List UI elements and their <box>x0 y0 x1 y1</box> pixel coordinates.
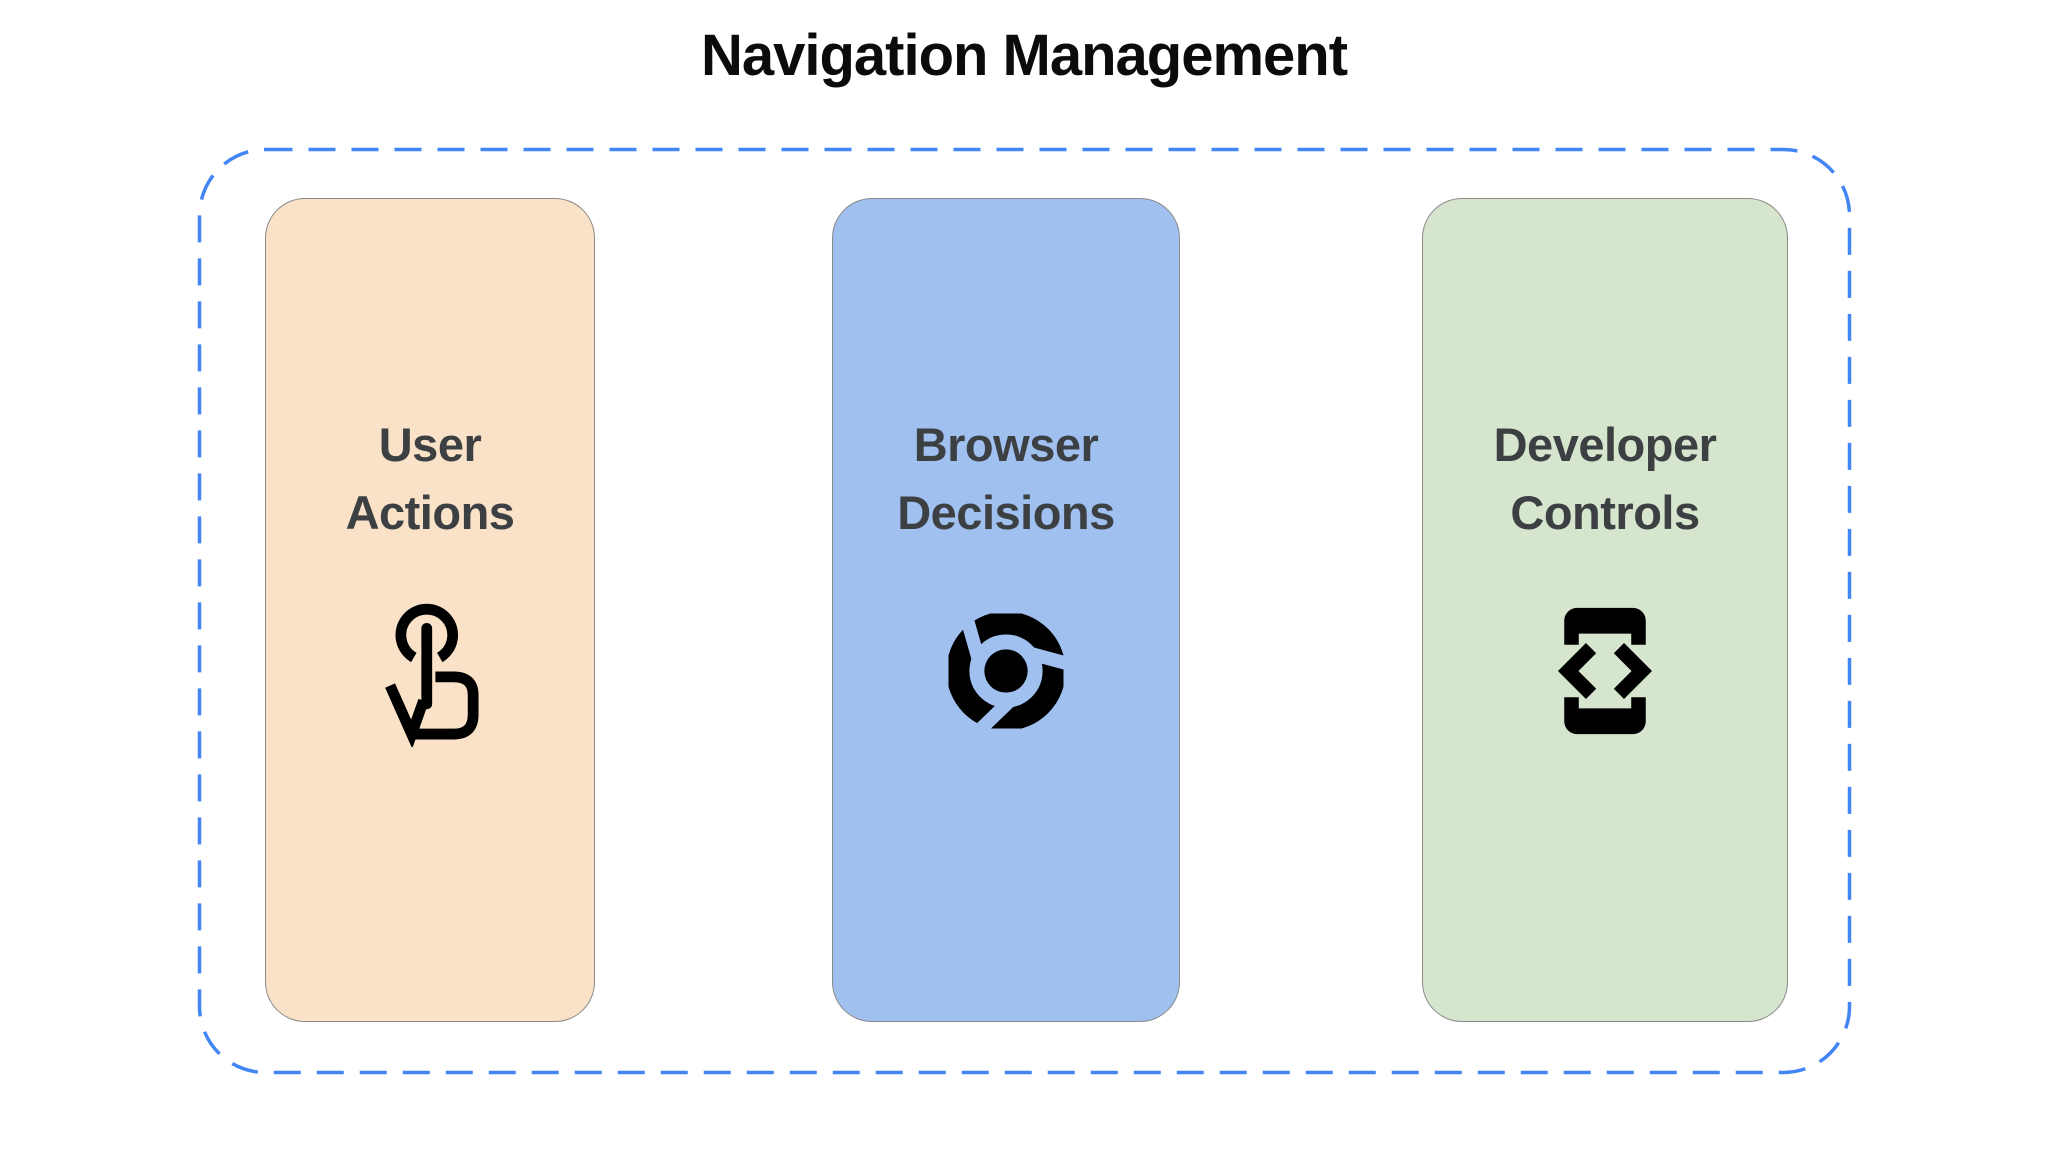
dashed-border-rect <box>197 147 1852 1075</box>
card-label: Browser Decisions <box>897 418 1115 540</box>
card-user-actions: User Actions <box>265 198 595 1022</box>
card-label: Developer Controls <box>1493 418 1717 540</box>
developer-mode-icon <box>1538 591 1672 751</box>
card-developer-controls: Developer Controls <box>1422 198 1788 1022</box>
chrome-browser-icon <box>941 591 1071 751</box>
page-title: Navigation Management <box>700 23 1348 88</box>
card-label: User Actions <box>345 418 515 540</box>
touch-gesture-icon <box>376 591 484 751</box>
card-browser-decisions: Browser Decisions <box>832 198 1180 1022</box>
dashed-container-border <box>197 147 1852 1075</box>
